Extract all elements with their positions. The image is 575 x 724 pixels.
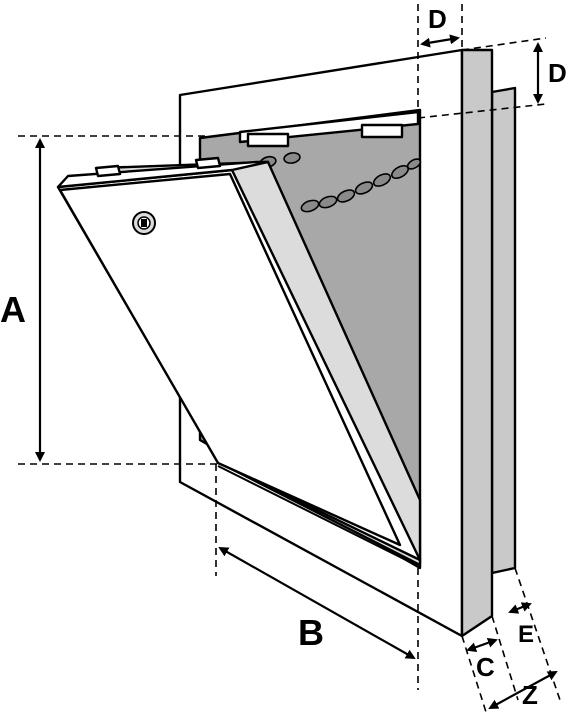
back-flange — [490, 86, 517, 575]
dim-c-arrow — [466, 637, 498, 653]
label-b: B — [298, 612, 324, 653]
dim-c-ext-right — [491, 615, 519, 701]
lock-icon — [132, 211, 156, 235]
dim-d-right-ext-top — [461, 37, 547, 51]
dim-d-right-ext-bottom — [417, 103, 547, 119]
door-hinge-right — [194, 156, 222, 170]
dim-c-ext-left — [461, 635, 487, 713]
label-z: Z — [522, 680, 538, 710]
door-top-edge — [56, 160, 270, 189]
hinge-bracket-left — [246, 132, 290, 148]
chain — [259, 152, 422, 213]
hinge-bracket-right — [360, 123, 404, 139]
label-e: E — [518, 621, 534, 648]
dim-e-arrow — [508, 602, 532, 614]
label-c: C — [476, 652, 495, 682]
dim-b-arrow — [218, 547, 416, 659]
dim-z-arrow — [488, 671, 558, 709]
label-d-top: D — [428, 4, 447, 34]
door-panel — [58, 172, 402, 547]
dim-d-top-arrow — [420, 34, 460, 48]
door-hinge-left — [94, 164, 122, 178]
label-a: A — [0, 289, 26, 330]
frame-side — [460, 48, 494, 638]
label-d-right: D — [548, 58, 567, 88]
